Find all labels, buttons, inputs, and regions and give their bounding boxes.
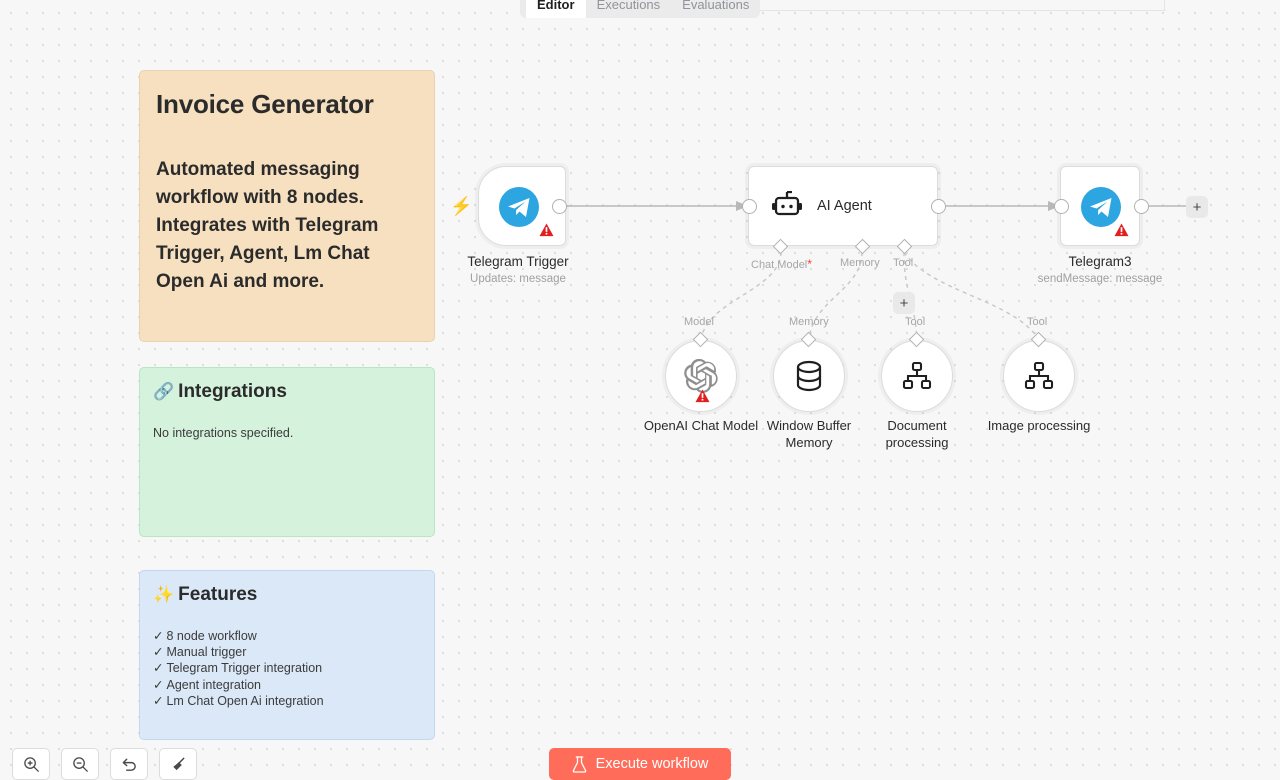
check-icon: ✓ (153, 629, 164, 643)
tidy-up-button[interactable] (159, 748, 197, 780)
subnode-port-caption-tool-2: Tool (1027, 316, 1048, 328)
telegram3-input-port[interactable] (1054, 199, 1069, 214)
features-heading: Features (178, 584, 258, 605)
hierarchy-icon (1024, 361, 1054, 390)
add-tool-button[interactable]: + (893, 292, 915, 314)
list-item: ✓Telegram Trigger integration (153, 661, 323, 676)
subnode-image-processing[interactable] (1003, 340, 1075, 412)
subnode-port-caption-memory: Memory (789, 316, 829, 328)
subnode-window-buffer-memory[interactable] (773, 340, 845, 412)
node-sublabel-telegram-trigger: Updates: message (470, 273, 566, 285)
execute-workflow-label: Execute workflow (595, 756, 709, 772)
robot-icon (772, 191, 802, 216)
subnode-label-openai-chat-model: OpenAI Chat Model (643, 418, 759, 433)
features-list: ✓8 node workflow ✓Manual trigger ✓Telegr… (153, 628, 421, 709)
check-icon: ✓ (153, 645, 164, 660)
flask-icon (572, 755, 586, 773)
list-item: ✓Manual trigger (153, 645, 247, 660)
ai-agent-input-port[interactable] (742, 199, 757, 214)
node-label-telegram3: Telegram3 (1068, 254, 1132, 269)
zoom-out-icon (72, 756, 88, 772)
undo-icon (122, 758, 136, 771)
node-sublabel-telegram3: sendMessage: message (1037, 273, 1163, 285)
sticky-note-features[interactable]: ✨ Features ✓8 node workflow ✓Manual trig… (139, 570, 435, 740)
warning-icon (1114, 223, 1129, 237)
port-caption-memory: Memory (840, 257, 880, 269)
integrations-heading: Integrations (178, 381, 287, 402)
link-icon: 🔗 (153, 382, 175, 401)
list-item: ✓Lm Chat Open Ai integration (153, 693, 324, 708)
sparkles-icon: ✨ (153, 585, 175, 604)
warning-icon (695, 389, 710, 403)
zoom-in-button[interactable] (12, 748, 50, 780)
workflow-tab-bar: Editor Executions Evaluations (520, 0, 760, 18)
sticky-note-heading: Invoice Generator (156, 89, 374, 119)
tab-evaluations[interactable]: Evaluations (682, 0, 750, 12)
warning-icon (539, 223, 554, 237)
subnode-port-caption-tool-1: Tool (905, 316, 926, 328)
sticky-note-body: Automated messaging workflow with 8 node… (156, 159, 379, 292)
hierarchy-icon (902, 361, 932, 390)
subnode-label-document-processing: Document processing (885, 418, 949, 450)
node-label-telegram-trigger: Telegram Trigger (467, 254, 569, 269)
tab-editor[interactable]: Editor (526, 0, 586, 18)
ai-agent-output-port[interactable] (931, 199, 946, 214)
add-node-button[interactable]: + (1186, 196, 1208, 218)
port-caption-tool: Tool (893, 257, 914, 269)
check-icon: ✓ (153, 693, 164, 708)
node-telegram3[interactable] (1060, 166, 1140, 246)
sticky-note-title[interactable]: Invoice Generator Automated messaging wo… (139, 70, 435, 342)
trigger-bolt-icon: ⚡ (450, 196, 473, 216)
reset-zoom-button[interactable] (110, 748, 148, 780)
check-icon: ✓ (153, 661, 164, 676)
database-icon (796, 360, 822, 392)
openai-icon (684, 359, 718, 393)
zoom-out-button[interactable] (61, 748, 99, 780)
node-label-ai-agent: AI Agent (817, 198, 872, 214)
tab-executions[interactable]: Executions (596, 0, 661, 12)
subnode-openai-chat-model[interactable] (665, 340, 737, 412)
broom-icon (172, 757, 184, 770)
node-ai-agent[interactable]: AI Agent (748, 166, 938, 246)
telegram-icon (1081, 187, 1121, 227)
check-icon: ✓ (153, 677, 164, 692)
node-telegram-trigger[interactable] (478, 166, 566, 246)
subnode-port-caption-model: Model (684, 316, 714, 328)
header-divider (760, 10, 1166, 11)
features-heading-row: ✨ Features (153, 584, 421, 606)
canvas-toolbar (12, 748, 197, 780)
port-caption-chat-model: Chat Model* (751, 257, 812, 271)
telegram-trigger-output-port[interactable] (552, 199, 567, 214)
list-item: ✓Agent integration (153, 677, 261, 692)
subnode-document-processing[interactable] (881, 340, 953, 412)
zoom-in-icon (23, 756, 39, 772)
list-item: ✓8 node workflow (153, 629, 257, 643)
integrations-heading-row: 🔗 Integrations (153, 381, 421, 403)
telegram-icon (499, 187, 539, 227)
integrations-body: No integrations specified. (153, 426, 294, 440)
subnode-label-image-processing: Image processing (987, 418, 1091, 433)
header-divider-right (1164, 0, 1165, 11)
subnode-label-window-buffer-memory: Window Buffer Memory (766, 418, 852, 450)
sticky-note-integrations[interactable]: 🔗 Integrations No integrations specified… (139, 367, 435, 537)
execute-workflow-button[interactable]: Execute workflow (549, 748, 731, 780)
telegram3-output-port[interactable] (1134, 199, 1149, 214)
